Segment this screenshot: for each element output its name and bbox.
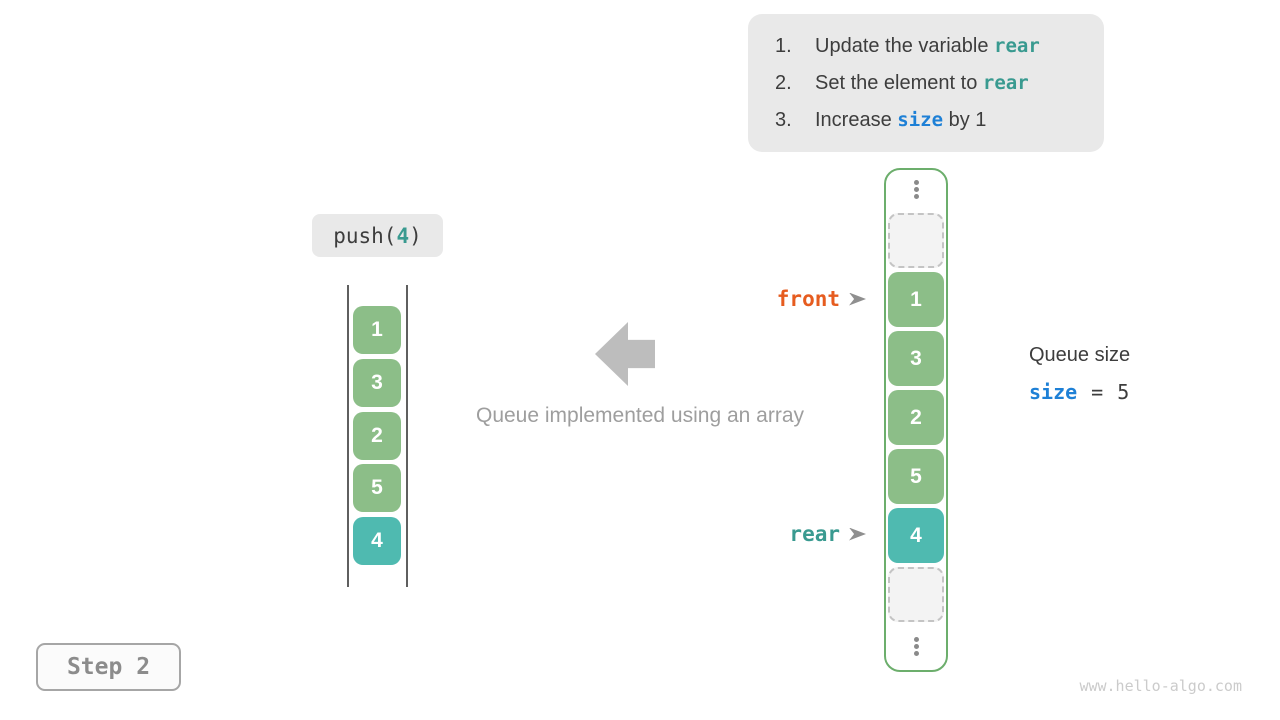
front-pointer-label: front [776, 287, 840, 311]
instruction-text: Update the variable rear [815, 35, 1040, 58]
operation-post: ) [409, 223, 422, 248]
step-badge: Step 2 [36, 643, 181, 691]
array-cell: 1 [888, 272, 944, 327]
instruction-text: Increase size by 1 [815, 109, 986, 132]
ellipsis-bottom-icon [886, 637, 946, 656]
queue-element-pushed: 4 [353, 517, 401, 565]
queue-wall-left [347, 285, 349, 587]
instruction-number: 1. [775, 35, 792, 57]
instruction-item-3: 3. Increase size by 1 [775, 102, 1104, 139]
queue-size-title: Queue size [1029, 344, 1131, 366]
queue-wall-right [406, 285, 408, 587]
instruction-item-2: 2. Set the element to rear [775, 65, 1104, 102]
rear-pointer-icon [849, 527, 866, 541]
queue-size-annotation: Queue size size = 5 [1029, 344, 1130, 404]
instruction-pre: Increase [815, 109, 898, 131]
ellipsis-top-icon [886, 180, 946, 199]
array-cell: 3 [888, 331, 944, 386]
instruction-pre: Update the variable [815, 35, 995, 57]
array-cell-empty [888, 213, 944, 268]
array-container: 1 3 2 5 4 [884, 168, 948, 672]
instruction-panel: 1. Update the variable rear 2. Set the e… [748, 14, 1104, 152]
instruction-number: 2. [775, 72, 792, 94]
queue-element: 1 [353, 306, 401, 354]
code-token-rear: rear [994, 35, 1040, 57]
operation-label: push(4) [312, 214, 443, 257]
equals-sign: = [1091, 380, 1104, 404]
instruction-post: by 1 [943, 109, 987, 131]
watermark: www.hello-algo.com [1079, 677, 1242, 695]
size-variable: size [1029, 380, 1078, 404]
instruction-item-1: 1. Update the variable rear [775, 28, 1104, 65]
queue-element: 5 [353, 464, 401, 512]
queue-size-value-row: size = 5 [1029, 380, 1130, 404]
queue-element: 2 [353, 412, 401, 460]
array-cell-rear: 4 [888, 508, 944, 563]
queue-element: 3 [353, 359, 401, 407]
front-pointer: front [740, 284, 866, 314]
code-token-rear: rear [982, 72, 1029, 94]
rear-pointer-label: rear [789, 522, 840, 546]
rear-pointer: rear [740, 519, 866, 549]
array-cell-empty [888, 567, 944, 622]
front-pointer-icon [849, 292, 866, 306]
operation-argument: 4 [396, 223, 410, 248]
size-value: 5 [1117, 380, 1130, 404]
left-arrow-icon [595, 322, 655, 386]
operation-pre: push( [333, 223, 397, 248]
instruction-number: 3. [775, 109, 792, 131]
array-cell: 5 [888, 449, 944, 504]
instruction-text: Set the element to rear [815, 72, 1029, 95]
array-cell: 2 [888, 390, 944, 445]
code-token-size: size [897, 109, 944, 131]
instruction-pre: Set the element to [815, 72, 983, 94]
diagram-caption: Queue implemented using an array [475, 404, 805, 427]
